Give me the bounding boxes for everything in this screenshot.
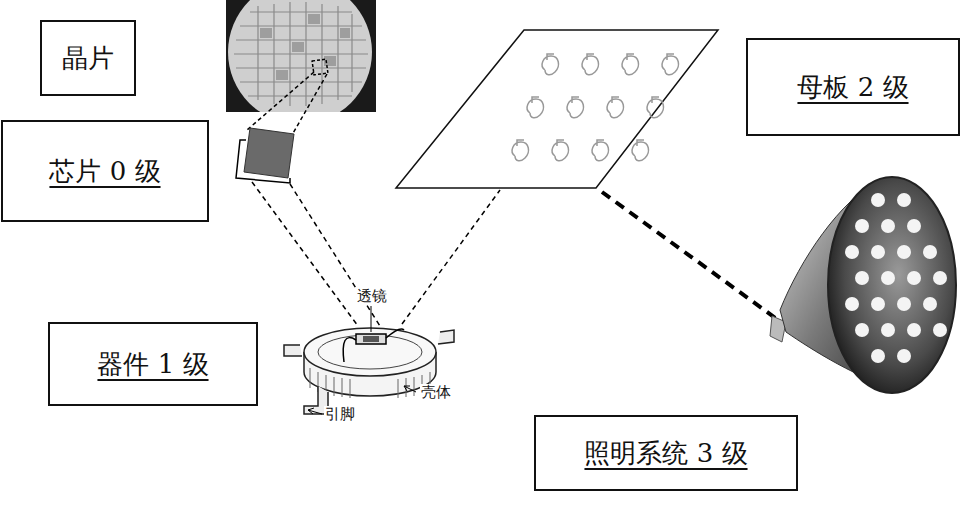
- led-package: [284, 306, 454, 414]
- lamp-led: [881, 323, 895, 337]
- wafer-photo: [226, 0, 376, 124]
- lamp-led: [845, 245, 859, 259]
- lamp-led: [923, 297, 937, 311]
- lamp-led: [933, 323, 947, 337]
- lamp-led: [907, 271, 921, 285]
- lamp-led: [845, 297, 859, 311]
- part-label: 透镜: [356, 288, 388, 305]
- lamp-led: [923, 245, 937, 259]
- level-box: 母板 2 级: [746, 38, 960, 136]
- led-icon: [527, 97, 543, 118]
- led-icon: [567, 97, 583, 118]
- lamp-led: [881, 219, 895, 233]
- lamp-led: [897, 193, 911, 207]
- led-icon: [592, 140, 608, 161]
- wafer-label-box: 晶片: [40, 20, 136, 96]
- led-icon: [607, 97, 623, 118]
- level-box: 芯片 0 级: [1, 120, 209, 222]
- lamp: [770, 177, 956, 393]
- box-text: 母板 2 级: [797, 70, 908, 105]
- lamp-led: [907, 219, 921, 233]
- lamp-led: [855, 323, 869, 337]
- chip: [236, 72, 327, 183]
- led-icon: [582, 54, 598, 75]
- lamp-led: [881, 271, 895, 285]
- lamp-led: [855, 219, 869, 233]
- led-icon: [542, 54, 558, 75]
- box-text: 器件 1 级: [97, 347, 208, 382]
- lamp-led: [855, 271, 869, 285]
- box-text: 晶片: [62, 41, 114, 76]
- motherboard: [396, 30, 718, 188]
- level-box: 器件 1 级: [48, 322, 258, 406]
- led-icon: [512, 140, 528, 161]
- part-label: 壳体: [420, 384, 452, 401]
- led-icon: [632, 140, 648, 161]
- box-text: 芯片 0 级: [49, 154, 160, 189]
- lamp-led: [933, 271, 947, 285]
- lamp-led: [897, 245, 911, 259]
- lamp-led: [897, 297, 911, 311]
- lamp-led: [871, 193, 885, 207]
- led-icon: [552, 140, 568, 161]
- lamp-led: [871, 245, 885, 259]
- led-icon: [662, 54, 678, 75]
- part-label: 引脚: [324, 406, 356, 423]
- led-icon: [622, 54, 638, 75]
- lamp-led: [897, 349, 911, 363]
- lamp-led: [907, 323, 921, 337]
- lamp-led: [871, 349, 885, 363]
- led-icon: [647, 97, 663, 118]
- level-box: 照明系统 3 级: [534, 415, 798, 491]
- lamp-led: [871, 297, 885, 311]
- box-text: 照明系统 3 级: [584, 436, 747, 471]
